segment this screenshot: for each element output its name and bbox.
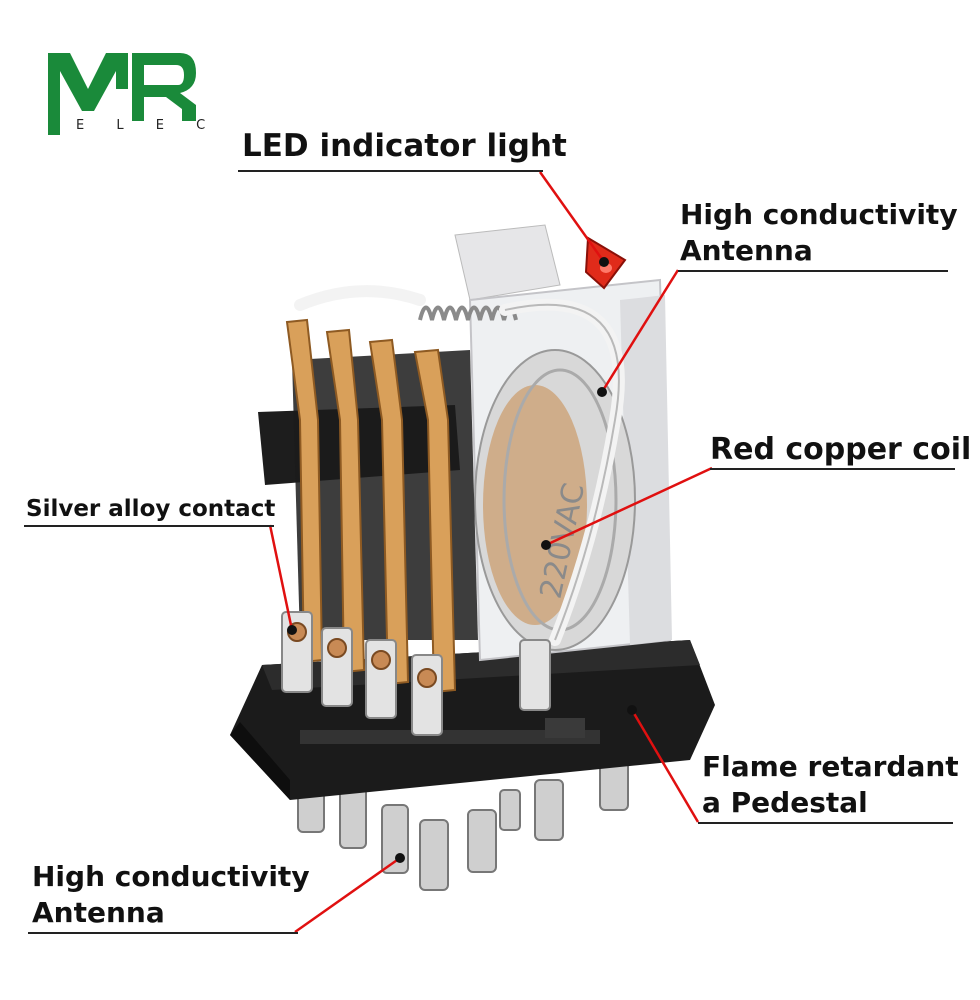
mr-elec-logo: [48, 53, 196, 135]
leader-lines: [268, 171, 713, 934]
callout-led-indicator: LED indicator light: [242, 128, 567, 164]
logo-subtext: E L E C: [76, 118, 220, 133]
callout-contact-underline: [24, 525, 274, 527]
callout-antenna-bottom-underline: [28, 932, 298, 934]
callout-pedestal-line2: a Pedestal: [702, 786, 868, 819]
copper-coil: [474, 349, 636, 651]
callout-coil-underline: [710, 468, 955, 470]
callout-antenna-bottom-line2: Antenna: [32, 896, 165, 929]
callout-antenna-top-line1: High conductivity: [680, 198, 958, 231]
callout-antenna-top-line2: Antenna: [680, 234, 813, 267]
callout-led-underline: [238, 170, 543, 172]
callout-antenna-bottom-line1: High conductivity: [32, 860, 310, 893]
callout-pedestal-line1: Flame retardant: [702, 750, 959, 783]
copper-contacts: [285, 318, 457, 694]
callout-red-copper-coil: Red copper coil: [710, 432, 972, 467]
callout-antenna-top-underline: [678, 270, 948, 272]
leader-dots: [287, 257, 637, 863]
callout-pedestal-underline: [698, 822, 953, 824]
silver-alloy-contact-screws: [287, 622, 437, 688]
callout-silver-alloy-contact: Silver alloy contact: [26, 496, 276, 522]
